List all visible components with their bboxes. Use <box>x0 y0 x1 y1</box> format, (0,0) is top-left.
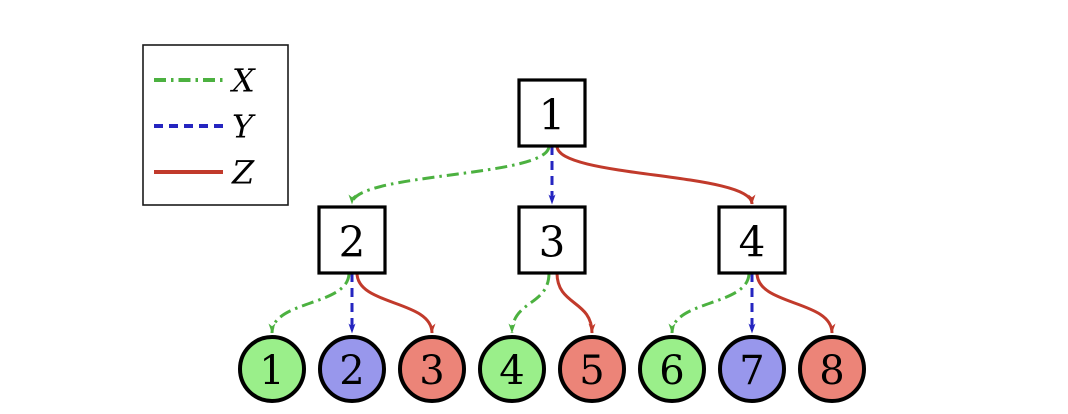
internal-node-box <box>717 205 787 275</box>
leaf-node-circle <box>478 335 546 403</box>
legend: XYZ <box>142 44 289 206</box>
legend-label-Y: Y <box>232 108 256 146</box>
leaf-node-3: 3 <box>398 335 466 403</box>
leaf-node-1: 1 <box>238 335 306 403</box>
internal-node-label: 2 <box>339 218 366 267</box>
internal-node-box <box>317 205 387 275</box>
leaf-node-circle <box>718 335 786 403</box>
leaf-node-4: 4 <box>478 335 546 403</box>
internal-node-label: 1 <box>539 91 566 140</box>
legend-label-X: X <box>229 62 256 100</box>
edges-group <box>268 145 836 334</box>
leaf-node-label: 7 <box>739 348 764 394</box>
edge-X-n2-l1 <box>268 272 351 334</box>
leaf-node-label: 1 <box>259 348 284 394</box>
leaf-node-8: 8 <box>798 335 866 403</box>
leaf-node-circle <box>638 335 706 403</box>
leaf-node-circle <box>238 335 306 403</box>
leaf-node-circle <box>558 335 626 403</box>
edge-Z-n1-n4 <box>555 145 756 205</box>
leaf-node-label: 6 <box>659 348 684 394</box>
leaf-node-circle <box>318 335 386 403</box>
internal-node-box <box>517 78 587 148</box>
internal-node-4: 4 <box>717 205 787 275</box>
leaf-node-label: 4 <box>499 348 524 394</box>
leaf-node-2: 2 <box>318 335 386 403</box>
leaf-node-label: 5 <box>579 348 604 394</box>
internal-node-label: 3 <box>539 218 566 267</box>
edge-X-n4-l6 <box>668 272 751 334</box>
leaf-node-label: 8 <box>819 348 844 394</box>
edge-Z-n4-l8 <box>755 272 836 334</box>
leaf-node-6: 6 <box>638 335 706 403</box>
leaf-node-circle <box>798 335 866 403</box>
edge-Z-n3-l5 <box>555 272 596 334</box>
internal-node-label: 4 <box>739 218 766 267</box>
leaf-node-label: 3 <box>419 348 444 394</box>
leaf-node-label: 2 <box>339 348 364 394</box>
internal-node-box <box>517 205 587 275</box>
edge-X-n1-n2 <box>348 145 551 205</box>
edge-Z-n2-l3 <box>355 272 436 334</box>
leaf-node-7: 7 <box>718 335 786 403</box>
legend-label-Z: Z <box>231 154 255 192</box>
leaf-node-5: 5 <box>558 335 626 403</box>
edge-X-n3-l4 <box>508 272 551 334</box>
internal-node-2: 2 <box>317 205 387 275</box>
internal-node-3: 3 <box>517 205 587 275</box>
internal-node-1: 1 <box>517 78 587 148</box>
leaf-node-circle <box>398 335 466 403</box>
nodes-group: 1 2 3 4 1 2 3 4 5 6 7 8 <box>238 78 866 403</box>
